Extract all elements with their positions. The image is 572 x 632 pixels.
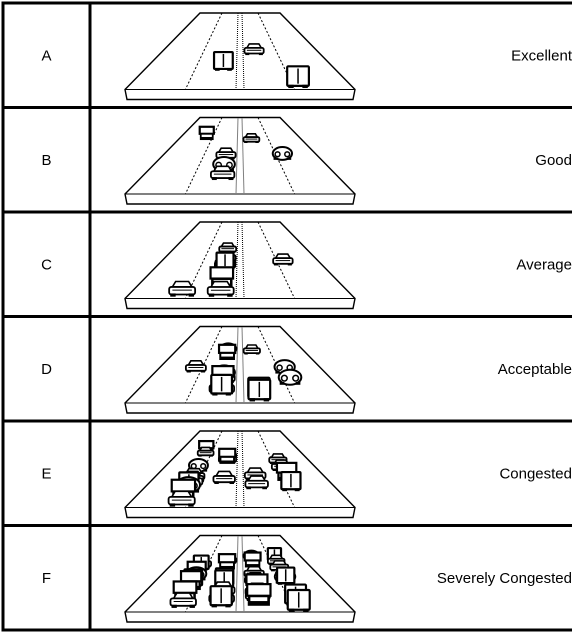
highway-illustration [124,430,356,519]
grade-label: F [42,570,51,587]
table-row: E Congested [3,419,572,519]
car-icon [242,344,261,355]
van-icon [209,585,233,608]
car-icon [169,592,197,608]
truck-icon [243,551,262,568]
car-icon [244,475,269,490]
beetle-icon [271,146,294,161]
van-icon [212,50,234,71]
truck-icon [217,343,237,360]
car-icon [210,165,236,181]
grade-label: D [41,361,52,378]
table-row: D Acceptable [3,315,572,414]
car-icon [168,280,197,297]
highway-illustration [124,12,356,101]
grade-label: B [41,152,51,169]
highway-illustration [124,534,356,623]
table-row: C Average [3,210,572,310]
table-row: A Excellent [41,12,572,101]
table-row: B Good [3,106,572,205]
truck-icon [198,125,215,141]
table-row: F Severely Congested [3,524,572,623]
grade-label: A [41,47,51,64]
grade-label: E [41,465,51,482]
beetle-icon [277,368,303,386]
truck-icon [246,583,272,606]
level-description: Good [535,152,572,169]
level-description: Excellent [511,47,572,64]
van-icon [210,373,234,396]
van-icon [286,65,310,89]
van-icon [275,566,296,585]
car-icon [243,43,265,56]
level-description: Acceptable [498,361,572,378]
car-icon [196,446,215,457]
van-icon [286,588,311,612]
level-description: Average [516,256,572,273]
van-icon [280,470,302,492]
car-icon [215,147,237,160]
truck-icon [217,553,237,570]
car-icon [272,253,294,266]
highway-illustration [124,116,356,205]
car-icon [218,242,238,253]
truck-icon [218,447,237,464]
level-description: Severely Congested [437,570,572,587]
highway-illustration [124,325,356,414]
car-icon [167,490,196,507]
car-icon [184,360,207,373]
level-description: Congested [499,465,572,482]
car-icon [242,133,261,144]
grade-label: C [41,256,52,273]
van-icon [247,378,272,402]
highway-illustration [124,221,356,310]
car-icon [206,280,235,297]
car-icon [212,470,236,484]
